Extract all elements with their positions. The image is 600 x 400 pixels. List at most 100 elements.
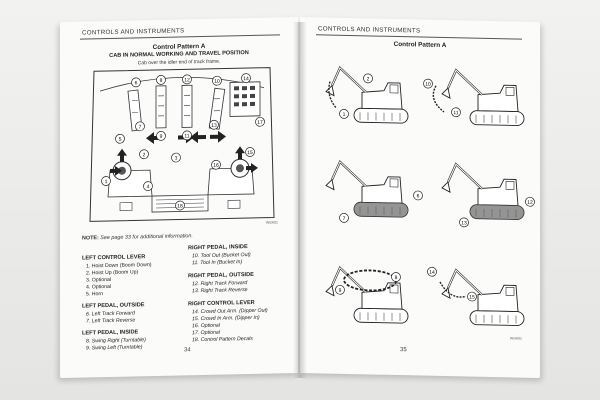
legend-head-right-lever: RIGHT CONTROL LEVER (188, 299, 255, 308)
keypad-keys (234, 85, 255, 107)
page-number-left: 34 (184, 347, 191, 354)
callout-10: 10 (212, 75, 222, 86)
excavator-motion-diagrams: 2 1 10 11 7 6 13 12 9 8 14 15 WGK01 (324, 66, 535, 341)
rcallout-2: 2 (363, 73, 373, 84)
legend-item-15: 15. Crowd In Arm. (Dipper In) (192, 314, 260, 323)
rcallout-1-label: 1 (343, 112, 346, 118)
note: NOTE: See page 33 for additional informa… (82, 233, 193, 241)
callout-5: 5 (115, 133, 125, 144)
legend-head-right-pedal-inside: RIGHT PEDAL, INSIDE (188, 244, 248, 252)
rcallout-8: 8 (391, 272, 401, 282)
legend-item-13: 13. Right Track Reverse (192, 287, 248, 295)
note-label: NOTE: (82, 235, 99, 242)
rcallout-13: 13 (459, 217, 469, 228)
callout-4: 4 (143, 181, 153, 192)
rcallout-9: 9 (335, 284, 345, 295)
legend-item-3: 3. Optional (86, 276, 112, 284)
callout-1: 1 (101, 176, 111, 186)
arc-boom (328, 81, 337, 109)
callout-11: 11 (182, 130, 192, 141)
right-figure-code: WGK01 (510, 336, 522, 340)
callout-11-label: 11 (184, 133, 189, 139)
callout-12-label: 12 (184, 77, 190, 83)
callout-1-label: 1 (105, 179, 108, 185)
rcallout-7-label: 7 (343, 216, 346, 222)
legend-item-5: 5. Horn (86, 291, 104, 298)
excavator-crowd (440, 268, 526, 327)
callout-6-label: 6 (135, 80, 138, 86)
callout-15: 15 (245, 147, 255, 157)
rcallout-11: 11 (451, 107, 461, 118)
callout-18: 18 (175, 200, 185, 211)
rcallout-1: 1 (339, 109, 349, 119)
legend-item-18: 18. Control Pattern Decals (192, 335, 253, 344)
rcallout-15-label: 15 (469, 295, 475, 301)
cab-controls-diagram: 6 8 12 10 14 17 5 7 9 11 13 15 2 3 1 4 1… (89, 67, 278, 225)
left-page: CONTROLS AND INSTRUMENTS Control Pattern… (60, 17, 298, 378)
rcallout-8-label: 8 (395, 275, 398, 281)
right-page: CONTROLS AND INSTRUMENTS Control Pattern… (300, 16, 540, 378)
callout-2-label: 2 (143, 152, 146, 158)
legend-head-left-pedal-inside: LEFT PEDAL, INSIDE (82, 329, 139, 337)
left-decal-box (119, 202, 133, 212)
callout-9-label: 9 (160, 134, 163, 140)
callout-9: 9 (156, 131, 166, 141)
pedal-stripes (132, 94, 220, 117)
callout-8: 8 (156, 75, 166, 85)
left-track-highlight (354, 202, 408, 218)
callout-14-label: 14 (243, 76, 249, 82)
legend-item-9: 9. Swing Left (Turntable) (86, 344, 143, 352)
rcallout-7: 7 (339, 213, 349, 223)
rcallout-15: 15 (467, 291, 477, 302)
callout-5-label: 5 (119, 137, 122, 143)
arc-crowd (439, 281, 467, 298)
right-decal-box (227, 199, 241, 209)
callout-16: 16 (211, 159, 221, 170)
callout-2: 2 (139, 149, 149, 160)
note-text: See page 33 for additional information. (100, 233, 193, 242)
pedal-right-inside (181, 84, 193, 128)
cab-outline (89, 67, 275, 222)
book-spine-shadow (293, 22, 307, 378)
legend-head-left-lever: LEFT CONTROL LEVER (82, 254, 146, 262)
callout-12: 12 (182, 74, 192, 85)
legend-item-7: 7. Left Track Reverse (86, 317, 136, 325)
callout-7-label: 7 (139, 124, 142, 130)
rcallout-14: 14 (427, 266, 437, 277)
excavator-tool-curl (440, 68, 526, 127)
rcallout-11-label: 11 (453, 110, 458, 116)
pedal-left-outside (127, 89, 143, 132)
callout-16-label: 16 (213, 163, 219, 169)
pedal-left-inside (155, 85, 167, 129)
callout-14: 14 (241, 73, 251, 83)
legend-item-10: 10. Tool Out (Bucket Out) (192, 252, 251, 260)
right-lever-center (236, 164, 244, 173)
callout-8-label: 8 (160, 78, 163, 84)
legend-item-12: 12. Right Track Forward (192, 280, 248, 288)
page-number-right: 35 (400, 347, 407, 354)
legend-item-17: 17. Optional (192, 329, 220, 337)
callout-18-label: 18 (177, 203, 183, 209)
legend-head-right-pedal-outside: RIGHT PEDAL, OUTSIDE (188, 271, 254, 280)
rcallout-12-label: 12 (527, 200, 533, 206)
rcallout-6: 6 (413, 190, 423, 201)
callout-10-label: 10 (214, 79, 220, 85)
rcallout-10-label: 10 (425, 82, 431, 88)
rcallout-10: 10 (423, 78, 433, 89)
legend-item-8: 8. Swing Right (Turntable) (86, 337, 146, 345)
legend-item-11: 11. Tool In (Bucket In) (192, 259, 243, 267)
rcallout-2-label: 2 (367, 76, 370, 82)
legend-head-left-pedal-outside: LEFT PEDAL, OUTSIDE (82, 302, 145, 310)
rcallout-12: 12 (525, 196, 535, 207)
legend-item-2: 2. Hoist Up (Boom Up) (86, 269, 139, 277)
callout-6: 6 (131, 77, 141, 88)
legend-item-16: 16. Optional (192, 322, 220, 330)
legend-item-6: 6. Left Track Forward (86, 310, 135, 318)
callout-4-label: 4 (147, 184, 150, 190)
arc-tool (432, 85, 445, 113)
legend-item-4: 4. Optional (86, 283, 112, 291)
callout-13: 13 (209, 119, 219, 130)
rcallout-9-label: 9 (339, 288, 342, 294)
callout-15-label: 15 (247, 150, 253, 156)
